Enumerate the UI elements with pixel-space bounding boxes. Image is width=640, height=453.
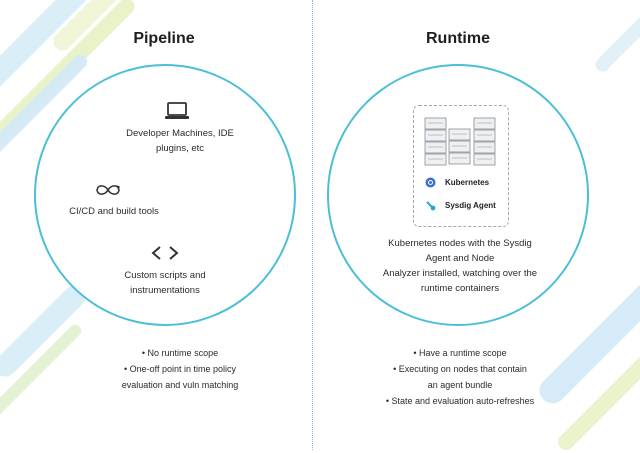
pipeline-bullets: • No runtime scope • One-off point in ti…	[90, 345, 270, 393]
pipeline-bullet-2: • One-off point in time policy evaluatio…	[121, 364, 239, 390]
runtime-node-box	[413, 105, 509, 227]
infinity-loop-icon	[96, 185, 120, 195]
runtime-description: Kubernetes nodes with the Sysdig Agent a…	[382, 238, 538, 294]
legend-sysdig-agent-label: Sysdig Agent	[445, 201, 496, 210]
pipeline-circle	[34, 64, 296, 326]
section-divider	[312, 0, 313, 450]
pipeline-title: Pipeline	[133, 30, 195, 47]
pipeline-item-scripts: Custom scripts and instrumentations	[124, 270, 206, 296]
sysdig-agent-icon	[426, 201, 436, 211]
runtime-bullet-3: • State and evaluation auto-refreshes	[385, 396, 535, 406]
runtime-bullet-2: • Executing on nodes that contain an age…	[393, 364, 527, 390]
kubernetes-icon	[425, 177, 436, 188]
runtime-circle	[327, 64, 589, 326]
pipeline-item-dev-machines: Developer Machines, IDE plugins, etc	[126, 128, 234, 154]
runtime-bullet-1: • Have a runtime scope	[413, 348, 507, 358]
pipeline-item-cicd: CI/CD and build tools	[69, 206, 159, 217]
laptop-icon	[165, 102, 189, 119]
pipeline-bullet-1: • No runtime scope	[141, 348, 219, 358]
runtime-title: Runtime	[426, 30, 490, 47]
legend-kubernetes-label: Kubernetes	[445, 178, 490, 187]
server-rack-icon	[424, 117, 496, 166]
runtime-bullets: • Have a runtime scope • Executing on no…	[370, 345, 550, 409]
code-brackets-icon	[151, 246, 179, 260]
